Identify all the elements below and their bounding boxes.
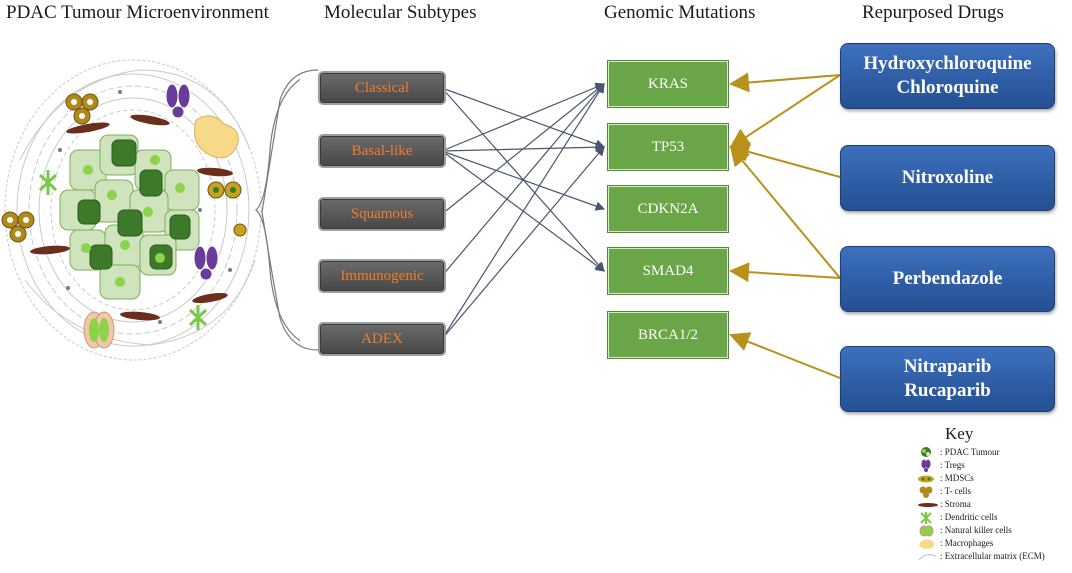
drug-box-nitroxoline: Nitroxoline <box>840 145 1055 211</box>
drugs-header: Repurposed Drugs <box>862 2 1004 23</box>
key-item: : Dendritic cells <box>918 511 1072 524</box>
drug-arrow-nitroxoline-to-tp53 <box>729 142 841 178</box>
mutation-box-smad4: SMAD4 <box>608 248 728 294</box>
key-item: : Natural killer cells <box>918 524 1072 537</box>
drug-arrow-perbendazole-to-tp53 <box>729 145 841 279</box>
microenvironment-header: PDAC Tumour Microenvironment <box>6 2 269 23</box>
key-title: Key <box>945 424 974 443</box>
key-item: : Tregs <box>918 459 1072 472</box>
key-item-label: : PDAC Tumour <box>940 447 1000 457</box>
drug-name: Nitroxoline <box>901 167 994 188</box>
drug-name: Chloroquine <box>896 77 999 98</box>
t-cells-icon <box>918 485 940 498</box>
natural-killer-cells-icon <box>918 524 940 537</box>
dendritic-cells-icon <box>918 511 940 524</box>
subtype-box-basal-like: Basal-like <box>318 134 446 168</box>
key-item: : MDSCs <box>918 472 1072 485</box>
key-item-label: : Extracellular matrix (ECM) <box>940 551 1045 561</box>
mutation-box-brca1-2: BRCA1/2 <box>608 312 728 358</box>
key-legend: : PDAC Tumour : Tregs : MDSCs : T- cells : S… <box>918 446 1072 563</box>
drug-name: Rucaparib <box>904 380 991 401</box>
mdscs-icon <box>918 472 940 485</box>
pdac-tumour-icon <box>59 134 200 300</box>
drug-arrow-hydroxychloroquine-to-kras <box>729 72 841 93</box>
key-item: : Macrophages <box>918 537 1072 550</box>
key-item: : Extracellular matrix (ECM) <box>918 550 1072 563</box>
tregs-icon <box>918 459 940 472</box>
mutation-box-cdkn2a: CDKN2A <box>608 186 728 232</box>
key-item-label: : MDSCs <box>940 473 974 483</box>
mutations-header: Genomic Mutations <box>604 2 756 23</box>
key-item-label: : Tregs <box>940 460 965 470</box>
key-item-label: : T- cells <box>940 486 971 496</box>
tumour-microenvironment-illustration <box>1 59 300 361</box>
key-item-label: : Dendritic cells <box>940 512 998 522</box>
key-item-label: : Stroma <box>940 499 971 509</box>
arrow-adex-to-kras <box>441 82 605 340</box>
subtype-box-squamous: Squamous <box>318 197 446 231</box>
drug-arrow-perbendazole-to-smad4 <box>729 262 841 283</box>
drug-name: Perbendazole <box>892 268 1003 289</box>
macrophages-icon <box>918 537 940 550</box>
drug-arrow-hydroxychloroquine-to-tp53 <box>729 74 841 149</box>
drug-name: Hydroxychloroquine <box>863 53 1032 74</box>
key-item: : T- cells <box>918 485 1072 498</box>
arrow-basal-like-to-kras <box>441 82 606 152</box>
key-item-label: : Natural killer cells <box>940 525 1012 535</box>
subtype-box-immunogenic: Immunogenic <box>318 259 446 293</box>
drug-arrow-nitraparib-to-brca1-2 <box>729 332 841 379</box>
subtype-box-adex: ADEX <box>318 322 446 356</box>
arrow-immunogenic-to-kras <box>441 83 605 277</box>
mutation-box-kras: KRAS <box>608 61 728 107</box>
arrow-squamous-to-kras <box>441 83 605 215</box>
grouping-brace <box>261 69 319 351</box>
pdac-tumour-icon <box>918 446 940 459</box>
subtypes-header: Molecular Subtypes <box>324 2 477 23</box>
arrow-adex-to-tp53 <box>441 146 605 340</box>
drug-box-perbendazole: Perbendazole <box>840 246 1055 312</box>
key-item-label: : Macrophages <box>940 538 994 548</box>
key-item: : Stroma <box>918 498 1072 511</box>
key-item: : PDAC Tumour <box>918 446 1072 459</box>
subtype-box-classical: Classical <box>318 71 446 105</box>
ecm-icon <box>918 550 940 563</box>
drug-name: Nitraparib <box>903 356 992 377</box>
mutation-box-tp53: TP53 <box>608 124 728 170</box>
stroma-icon <box>918 498 940 511</box>
